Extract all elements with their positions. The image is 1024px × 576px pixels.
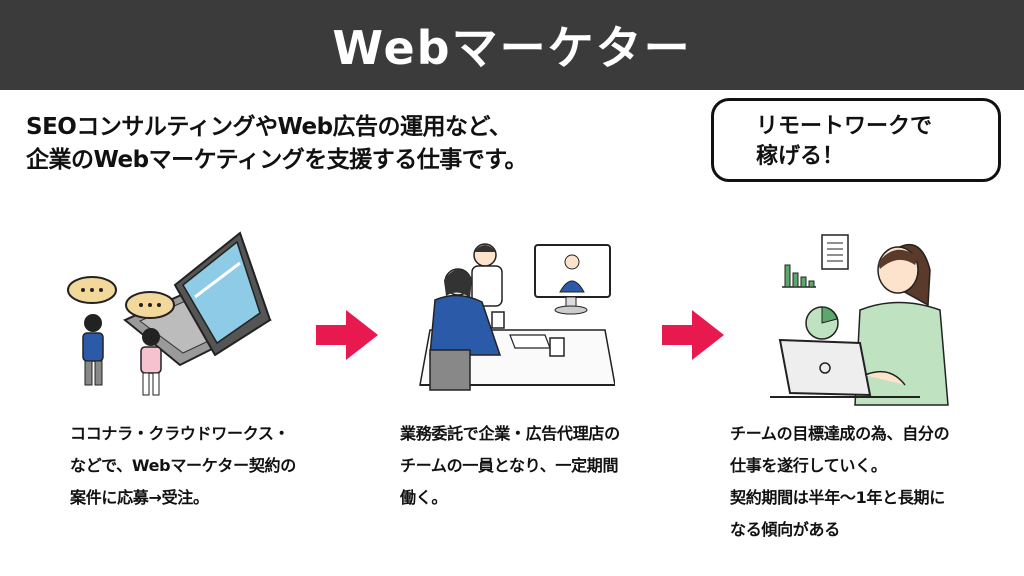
- step-3-description: チームの目標達成の為、自分の 仕事を遂行していく。 契約期間は半年〜1年と長期に…: [730, 418, 950, 546]
- step-2-line-1: 業務委託で企業・広告代理店の: [400, 424, 620, 443]
- woman-laptop-illustration: [770, 234, 949, 406]
- step-2-line-2: チームの一員となり、一定期間: [400, 456, 619, 475]
- intro-line-1: SEOコンサルティングやWeb広告の運用など、: [26, 114, 512, 140]
- header-bar: Webマーケター: [0, 0, 1024, 90]
- intro-line-2: 企業のWebマーケティングを支援する仕事です。: [26, 147, 527, 173]
- intro-text: SEOコンサルティングやWeb広告の運用など、 企業のWebマーケティングを支援…: [26, 111, 666, 177]
- video-meeting-illustration: [419, 243, 615, 391]
- step-1-line-3: 案件に応募→受注。: [70, 488, 209, 507]
- step-3-line-4: なる傾向がある: [730, 520, 840, 539]
- arrow-right-icon: [662, 310, 724, 360]
- step-2-description: 業務委託で企業・広告代理店の チームの一員となり、一定期間 働く。: [400, 418, 620, 514]
- badge-line-1: リモートワークで: [756, 114, 933, 139]
- step-1-description: ココナラ・クラウドワークス・ などで、Webマーケター契約の 案件に応募→受注。: [70, 418, 296, 514]
- arrow-right-icon: [316, 310, 378, 360]
- step-2-line-3: 働く。: [400, 488, 448, 507]
- remote-work-badge: リモートワークで 稼げる！: [711, 98, 1001, 182]
- step-3-line-3: 契約期間は半年〜1年と長期に: [730, 488, 945, 507]
- step-1-line-2: などで、Webマーケター契約の: [70, 456, 296, 475]
- badge-line-2: 稼げる！: [756, 144, 845, 169]
- step-1-line-1: ココナラ・クラウドワークス・: [70, 424, 290, 443]
- laptop-people-illustration: [67, 231, 272, 396]
- step-3-line-1: チームの目標達成の為、自分の: [730, 424, 950, 443]
- page-title: Webマーケター: [332, 21, 692, 75]
- step-3-line-2: 仕事を遂行していく。: [730, 456, 887, 475]
